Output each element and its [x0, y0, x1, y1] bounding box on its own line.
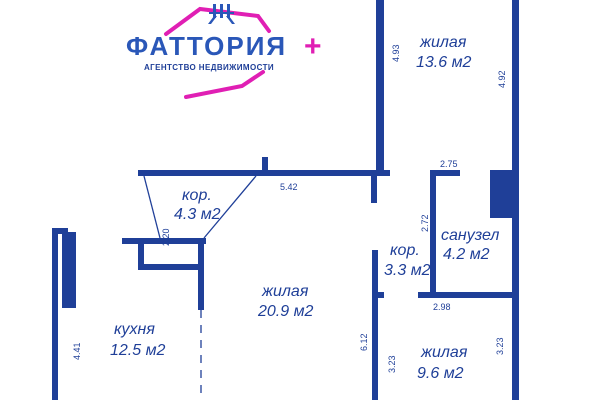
- dimension-label: 2.72: [420, 214, 430, 232]
- room-area: 4.2 м2: [443, 246, 490, 263]
- dimension-label: 5.42: [280, 182, 298, 192]
- room-area: 13.6 м2: [416, 54, 472, 71]
- wall: [62, 232, 76, 308]
- room-name: жилая: [419, 34, 467, 51]
- dimension-label: 6.12: [359, 333, 369, 351]
- logo-emblem-icon: [208, 4, 235, 24]
- room-corridor-left: кор. 4.3 м2: [174, 187, 221, 223]
- room-bathroom: санузел 4.2 м2: [441, 227, 499, 263]
- room-area: 9.6 м2: [417, 365, 464, 382]
- wall: [371, 173, 377, 203]
- dimension-label: 2.75: [440, 159, 458, 169]
- wall: [372, 292, 384, 298]
- wall: [490, 170, 519, 218]
- wall: [52, 228, 58, 400]
- room-name: кор.: [182, 187, 212, 204]
- room-living-bottom-right: жилая 9.6 м2: [417, 344, 468, 382]
- walls: [52, 0, 519, 400]
- dimension-label: 4.93: [391, 44, 401, 62]
- dimension-label: 4.92: [497, 70, 507, 88]
- room-kitchen: кухня 12.5 м2: [110, 321, 166, 359]
- logo-frame-bottom: [184, 70, 265, 99]
- wall: [52, 228, 68, 234]
- wall: [198, 238, 204, 310]
- wall: [372, 250, 378, 400]
- wall: [138, 264, 202, 270]
- logo-tagline: АГЕНТСТВО НЕДВИЖИМОСТИ: [144, 63, 274, 72]
- dimension-label: 3.23: [387, 355, 397, 373]
- door-swing-left: [143, 175, 161, 239]
- wall: [138, 238, 144, 268]
- room-corridor-right: кор. 3.3 м2: [384, 242, 431, 279]
- dimension-label: 2.20: [161, 228, 171, 246]
- room-area: 12.5 м2: [110, 342, 166, 359]
- dimension-label: 2.98: [433, 302, 451, 312]
- agency-logo: ФАТТОРИЯ + АГЕНТСТВО НЕДВИЖИМОСТИ: [126, 4, 322, 99]
- wall: [262, 157, 268, 173]
- room-living-top-right: жилая 13.6 м2: [416, 34, 472, 71]
- room-area: 20.9 м2: [257, 303, 314, 320]
- wall: [418, 292, 514, 298]
- room-name: кухня: [114, 321, 155, 338]
- wall: [430, 170, 460, 176]
- logo-name: ФАТТОРИЯ: [126, 31, 287, 61]
- room-area: 3.3 м2: [384, 262, 431, 279]
- wall: [376, 0, 384, 174]
- wall: [430, 170, 436, 298]
- dimension-labels: 4.93 4.92 2.75 5.42 2.72 2.20 2.98 6.12 …: [72, 44, 507, 373]
- room-name: санузел: [441, 227, 499, 244]
- wall: [122, 238, 206, 244]
- room-name: жилая: [261, 283, 309, 300]
- doors: [143, 175, 257, 395]
- room-name: кор.: [390, 242, 420, 259]
- dimension-label: 4.41: [72, 342, 82, 360]
- logo-plus: +: [304, 30, 322, 63]
- room-name: жилая: [420, 344, 468, 361]
- dimension-label: 3.23: [495, 337, 505, 355]
- door-swing-right: [203, 175, 257, 239]
- room-living-center: жилая 20.9 м2: [257, 283, 314, 320]
- room-area: 4.3 м2: [174, 206, 221, 223]
